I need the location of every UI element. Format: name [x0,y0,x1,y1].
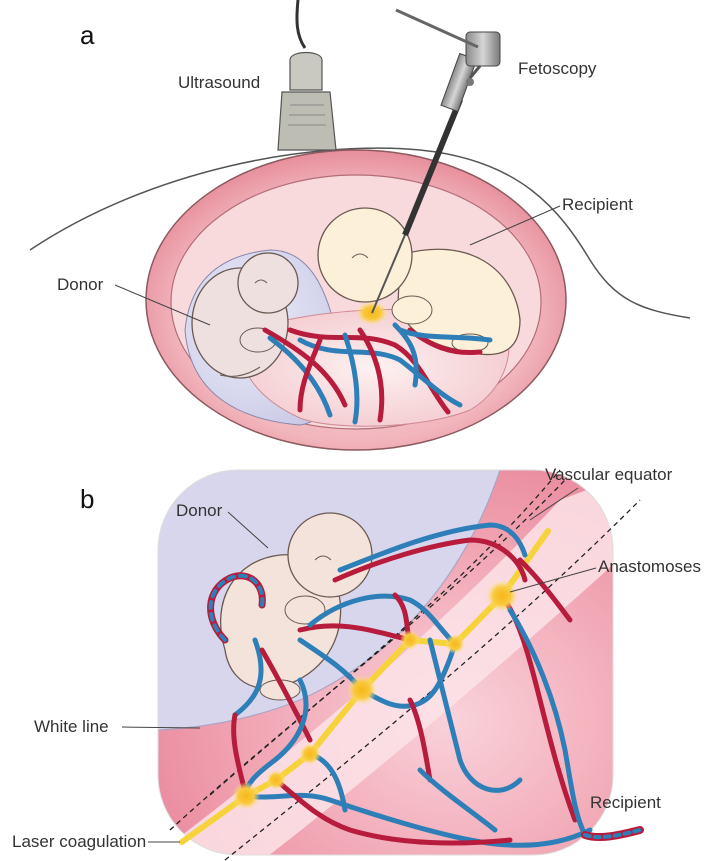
anastomosis-spot [266,770,286,790]
label-ultrasound: Ultrasound [178,73,260,92]
anastomosis-spot [400,630,420,650]
recipient-umbilical-cord [585,830,640,837]
label-donor-a: Donor [57,275,104,294]
label-donor-b: Donor [176,501,223,520]
panel-b: b [12,465,701,861]
label-fetoscopy: Fetoscopy [518,59,597,78]
label-white-line: White line [34,717,109,736]
anastomosis-spot [486,580,518,612]
label-anastomoses: Anastomoses [598,557,701,576]
panel-b-letter: b [80,484,94,514]
label-vascular-equator: Vascular equator [545,465,673,484]
anastomosis-spot [445,634,465,654]
label-laser-coagulation: Laser coagulation [12,832,146,851]
panel-a-letter: a [80,20,95,50]
ultrasound-probe [278,0,336,150]
anastomosis-spot [232,782,260,810]
label-recipient-b: Recipient [590,793,661,812]
label-recipient-a: Recipient [562,195,633,214]
panel-a: a [30,0,690,450]
anastomosis-spot [347,675,377,705]
anastomosis-spot [299,743,321,765]
